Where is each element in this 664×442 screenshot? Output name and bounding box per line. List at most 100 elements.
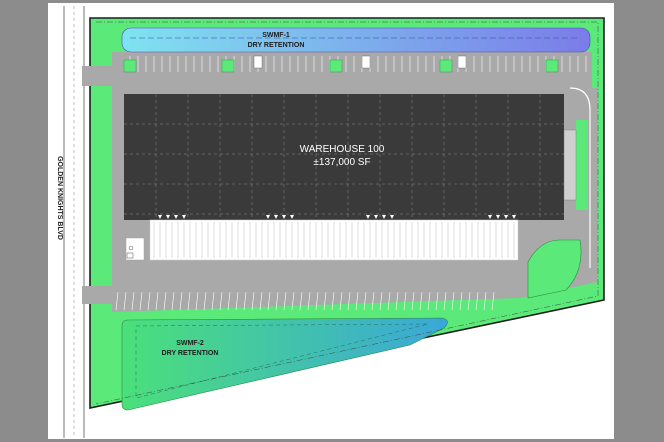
swmf2-retention [121, 317, 448, 411]
building-name: WAREHOUSE 100 [300, 144, 385, 155]
dock-door-marker [382, 215, 386, 219]
parking-stall-line [187, 291, 191, 311]
parking-stall-line [219, 291, 223, 311]
swmf1-label-line1: SWMF-1 [262, 32, 290, 39]
east-landscape-strip [576, 120, 588, 210]
parking-stall-line [331, 291, 335, 311]
parking-stall-line [139, 291, 143, 311]
parking-stall-line [147, 291, 151, 311]
parking-stall-line [267, 291, 271, 311]
parking-stall-line [355, 291, 359, 311]
dock-door-marker [488, 215, 492, 219]
accessible-stall-marker [253, 55, 263, 69]
road-label: GOLDEN KNIGHTS BLVD [56, 156, 63, 240]
parking-stall-line [131, 291, 135, 311]
trailer-parking-stalls [153, 222, 515, 258]
dock-door-marker [374, 215, 378, 219]
parking-stall-line [411, 291, 415, 311]
swmf2-outline-dashed [135, 323, 429, 399]
parking-stall-line [243, 291, 247, 311]
parking-stall-line [347, 291, 351, 311]
dock-door-marker [166, 215, 170, 219]
dock-door-marker [182, 215, 186, 219]
accessible-stall-marker [361, 55, 371, 69]
dock-doors [158, 215, 516, 219]
building-column-grid [124, 94, 564, 220]
parking-stall-line [115, 291, 119, 311]
landscape-island [329, 59, 343, 73]
dock-door-marker [290, 215, 294, 219]
parking-stall-line [203, 291, 207, 311]
swmf1-retention [121, 27, 591, 53]
dock-door-marker [158, 215, 162, 219]
parking-stall-line [403, 291, 407, 311]
parking-stall-line [299, 291, 303, 311]
parking-stall-line [395, 291, 399, 311]
north-landscape-islands [123, 55, 559, 73]
utility-marker [128, 245, 134, 251]
parking-stall-line [211, 291, 215, 311]
west-driveway-north [82, 66, 112, 86]
dock-door-marker [366, 215, 370, 219]
building-area: ±137,000 SF [313, 157, 370, 168]
dock-door-marker [504, 215, 508, 219]
parking-stall-line [379, 291, 383, 311]
parking-stall-line [371, 291, 375, 311]
parking-stall-line [483, 291, 487, 311]
east-drive-curb [569, 87, 591, 268]
landscape-island [545, 59, 559, 73]
parking-stall-line [435, 291, 439, 311]
north-parking-row [129, 56, 587, 72]
parking-stall-line [475, 291, 479, 311]
parking-stall-line [451, 291, 455, 311]
landscape-island [221, 59, 235, 73]
utility-box [126, 252, 134, 259]
warehouse-building [124, 94, 564, 220]
parking-stall-line [123, 291, 127, 311]
dock-door-marker [274, 215, 278, 219]
swmf2-label-line2: DRY RETENTION [162, 350, 219, 357]
parking-stall-line [275, 291, 279, 311]
parking-stall-line [163, 291, 167, 311]
parking-stall-line [291, 291, 295, 311]
parking-stall-line [387, 291, 391, 311]
parking-stall-line [171, 291, 175, 311]
dock-door-marker [512, 215, 516, 219]
parking-stall-line [251, 291, 255, 311]
dock-door-marker [496, 215, 500, 219]
west-driveway-south [82, 286, 112, 304]
accessible-stall-marker [457, 55, 467, 69]
parking-stall-line [467, 291, 471, 311]
parking-stall-line [307, 291, 311, 311]
parking-stall-line [235, 291, 239, 311]
parking-stall-line [323, 291, 327, 311]
parking-stall-line [363, 291, 367, 311]
southeast-landscape-island [527, 239, 582, 299]
parking-stall-line [315, 291, 319, 311]
parking-stall-line [419, 291, 423, 311]
landscape-island [123, 59, 137, 73]
dock-door-marker [174, 215, 178, 219]
parking-stall-line [459, 291, 463, 311]
east-building-annex [563, 129, 577, 201]
dock-door-marker [390, 215, 394, 219]
dock-door-marker [282, 215, 286, 219]
landscape-island [439, 59, 453, 73]
parking-stall-line [339, 291, 343, 311]
parking-stall-line [155, 291, 159, 311]
road: GOLDEN KNIGHTS BLVD [56, 6, 85, 438]
swmf1-label-line2: DRY RETENTION [248, 42, 305, 49]
parking-stall-line [259, 291, 263, 311]
dock-door-marker [266, 215, 270, 219]
parking-stall-line [427, 291, 431, 311]
parking-stall-line [195, 291, 199, 311]
property-line [95, 21, 599, 405]
truck-court-west-pad [125, 237, 145, 261]
parking-stall-line [179, 291, 183, 311]
parking-stall-line [443, 291, 447, 311]
south-parking-row [115, 291, 495, 311]
parking-stall-line [491, 291, 495, 311]
parking-stall-line [283, 291, 287, 311]
